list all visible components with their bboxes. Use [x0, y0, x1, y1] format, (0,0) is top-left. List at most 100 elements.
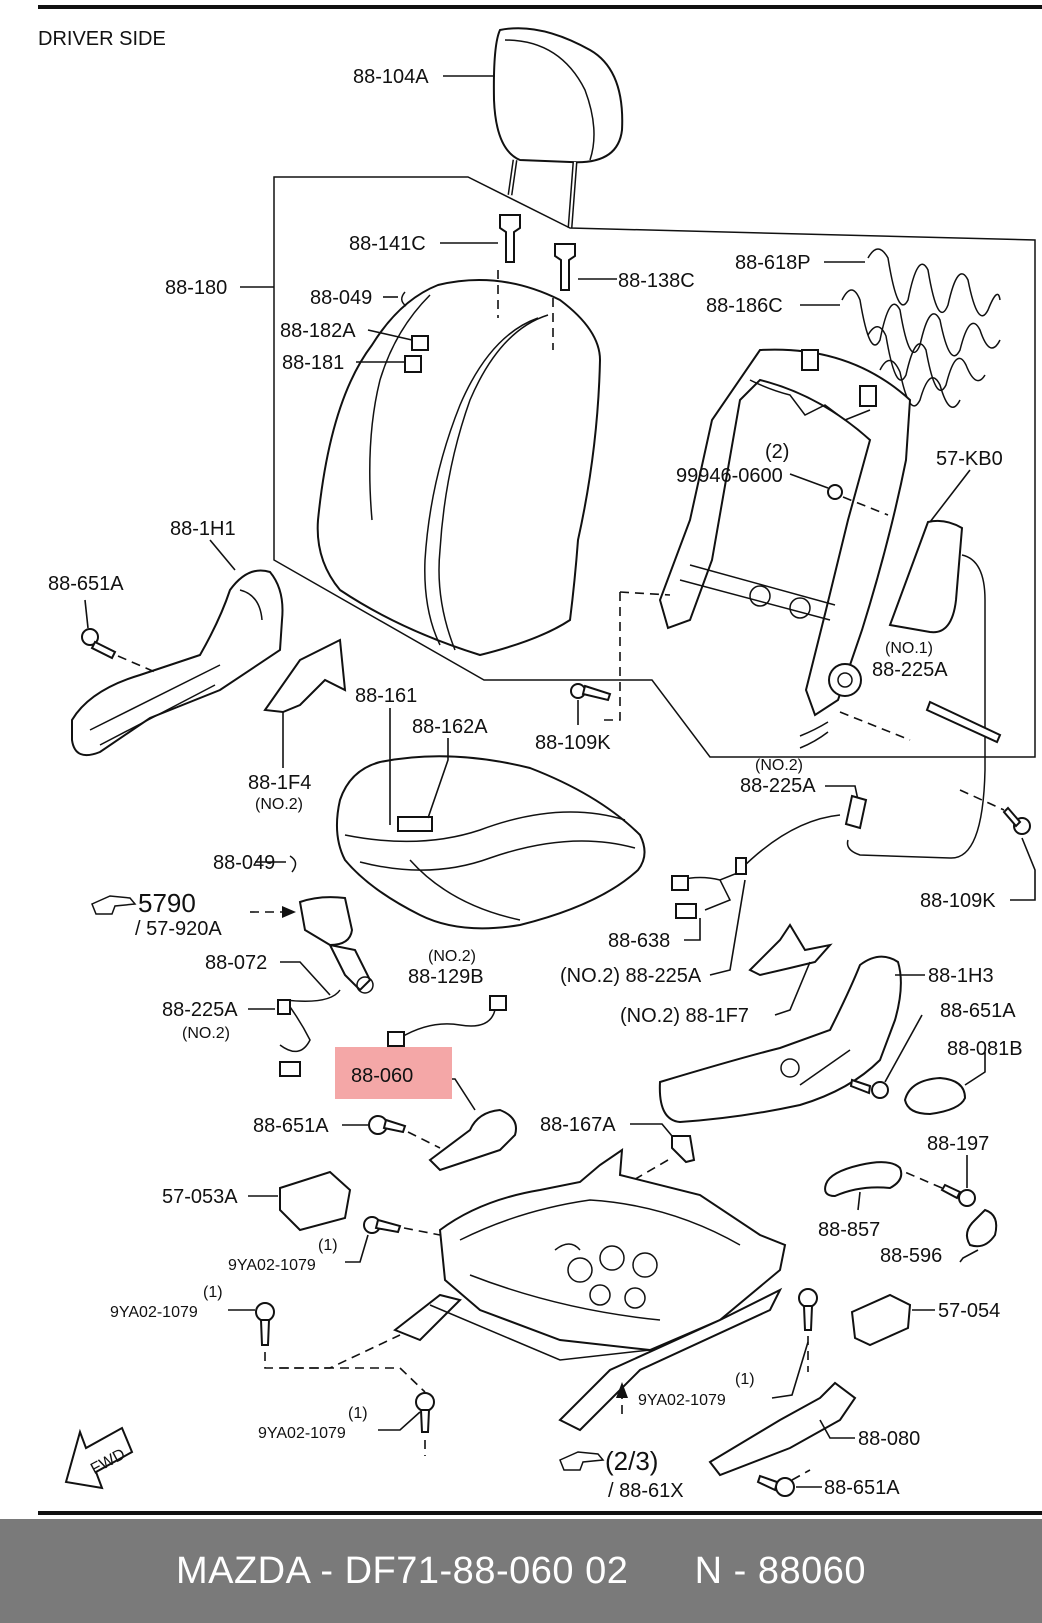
label-88-225A-mid: (NO.2) 88-225A: [560, 965, 702, 987]
harness-88-129B: [399, 1009, 496, 1039]
diagram-title: DRIVER SIDE: [38, 28, 166, 50]
screw-88-197: [940, 1183, 976, 1207]
label-88-161: 88-161: [355, 685, 417, 707]
label-qty-1-d: (1): [348, 1405, 368, 1422]
spring-88-618P: [867, 248, 1001, 317]
screw-88-651A-left: [81, 628, 117, 660]
harness-88-638: [671, 869, 746, 919]
bolt-9YA02-1079-a: [363, 1216, 402, 1234]
label-88-651A-bottom: 88-651A: [824, 1477, 900, 1499]
label-88-109K-right: 88-109K: [920, 890, 996, 912]
cover-88-060: [428, 1108, 517, 1172]
backrest-frame-part: [658, 348, 912, 717]
nut-99946-0600: [827, 484, 843, 500]
connector-129B-b: [489, 995, 507, 1011]
bolt-88-109K-right: [1002, 806, 1031, 835]
label-qty-1-b: (1): [203, 1284, 223, 1301]
label-88-61X: / 88-61X: [608, 1480, 684, 1502]
label-88-651A-left: 88-651A: [48, 573, 124, 595]
arrow-head-5790: [282, 906, 296, 918]
label-88-109K-mid: 88-109K: [535, 732, 611, 754]
part-number-footer: MAZDA - DF71-88-060 02 N - 88060: [0, 1519, 1042, 1623]
label-9YA02-1079-c: 9YA02-1079: [638, 1392, 726, 1409]
label-88-080: 88-080: [858, 1428, 920, 1450]
label-no2-225A-right: (NO.2): [755, 757, 803, 774]
seat-parts-diagram: DRIVER SIDE 88-104A 88-180 88-141C 88-13…: [38, 5, 1042, 1515]
connector-left-a: [277, 999, 291, 1015]
label-88-049-top: 88-049: [310, 287, 372, 309]
label-88-1F4: 88-1F4: [248, 772, 311, 794]
footer-text: MAZDA - DF71-88-060 02 N - 88060: [175, 1549, 867, 1592]
label-no2-129B: (NO.2): [428, 948, 476, 965]
lever-88-857: [824, 1161, 903, 1198]
screw-88-651A-bottom: [756, 1474, 795, 1497]
label-no2-1F4: (NO.2): [255, 796, 303, 813]
bolt-9YA02-1079-d: [415, 1392, 435, 1433]
label-88-162A: 88-162A: [412, 716, 488, 738]
seat-base-frame-part: [393, 1147, 787, 1432]
headrest-guide-88-141C: [497, 214, 521, 318]
label-88-197: 88-197: [927, 1133, 989, 1155]
label-57-054: 57-054: [938, 1300, 1000, 1322]
headrest-guide-88-138C: [552, 243, 576, 350]
backrest-assembly-outline: [273, 176, 1036, 758]
connector-129B-a: [387, 1031, 405, 1047]
label-88-104A: 88-104A: [353, 66, 429, 88]
clip-88-225A-right: [844, 794, 868, 830]
screw-88-651A-mid: [368, 1115, 407, 1135]
label-88-141C: 88-141C: [349, 233, 426, 255]
label-88-081B: 88-081B: [947, 1038, 1023, 1060]
label-88-651A-mid: 88-651A: [253, 1115, 329, 1137]
label-57-920A: / 57-920A: [135, 918, 222, 940]
label-88-1H1: 88-1H1: [170, 518, 236, 540]
label-88-129B: 88-129B: [408, 966, 484, 988]
clip-88-049-top: [401, 291, 407, 307]
label-88-225A-no1: 88-225A: [872, 659, 948, 681]
clip-88-167A: [671, 1135, 696, 1164]
label-9YA02-1079-b: 9YA02-1079: [110, 1304, 198, 1321]
highlight-88-060: [335, 1047, 452, 1099]
label-88-1F7: (NO.2) 88-1F7: [620, 1005, 749, 1027]
fwd-direction-arrow: FWD: [64, 1426, 134, 1490]
clip-88-225A-mid: [735, 857, 747, 875]
label-9YA02-1079-d: 9YA02-1079: [258, 1425, 346, 1442]
headrest-part: [492, 27, 624, 229]
airbag-57-KB0: [888, 519, 964, 634]
label-no1: (NO.1): [885, 640, 933, 657]
label-qty-1-c: (1): [735, 1371, 755, 1388]
bolt-88-109K-mid: [570, 683, 612, 702]
label-57-053A: 57-053A: [162, 1186, 238, 1208]
label-88-225A-left: 88-225A: [162, 999, 238, 1021]
reference-arrow-5790: [91, 895, 137, 915]
label-5790: 5790: [138, 888, 196, 918]
cable-88-225A-mid: [739, 814, 841, 871]
label-88-138C: 88-138C: [618, 270, 695, 292]
knob-88-081B: [903, 1076, 967, 1116]
bracket-88-1F7: [748, 923, 833, 977]
harness-88-225A-left: [279, 989, 341, 1053]
label-88-049-mid: 88-049: [213, 852, 275, 874]
rail-cover-88-080: [708, 1381, 857, 1477]
label-88-1H3: 88-1H3: [928, 965, 994, 987]
bolt-9YA02-1079-c: [798, 1288, 818, 1331]
label-88-596: 88-596: [880, 1245, 942, 1267]
label-88-181: 88-181: [282, 352, 344, 374]
label-88-167A: 88-167A: [540, 1114, 616, 1136]
label-qty-2: (2): [765, 441, 789, 463]
label-88-618P: 88-618P: [735, 252, 811, 274]
label-88-060: 88-060: [351, 1065, 413, 1087]
clip-88-049-mid: [289, 855, 297, 873]
bolt-88-225A-no1: [925, 700, 1002, 744]
label-88-225A-no2-right: 88-225A: [740, 775, 816, 797]
label-88-180: 88-180: [165, 277, 227, 299]
label-99946-0600: 99946-0600: [676, 465, 783, 487]
label-88-638: 88-638: [608, 930, 670, 952]
label-2-3: (2/3): [605, 1446, 658, 1476]
bracket-88-182A: [411, 335, 429, 351]
cover-57-054: [850, 1293, 912, 1347]
label-57-KB0: 57-KB0: [936, 448, 1003, 470]
label-qty-1-a: (1): [318, 1237, 338, 1254]
connector-left-b: [279, 1061, 301, 1077]
screw-88-651A-right: [849, 1078, 889, 1099]
label-88-072: 88-072: [205, 952, 267, 974]
